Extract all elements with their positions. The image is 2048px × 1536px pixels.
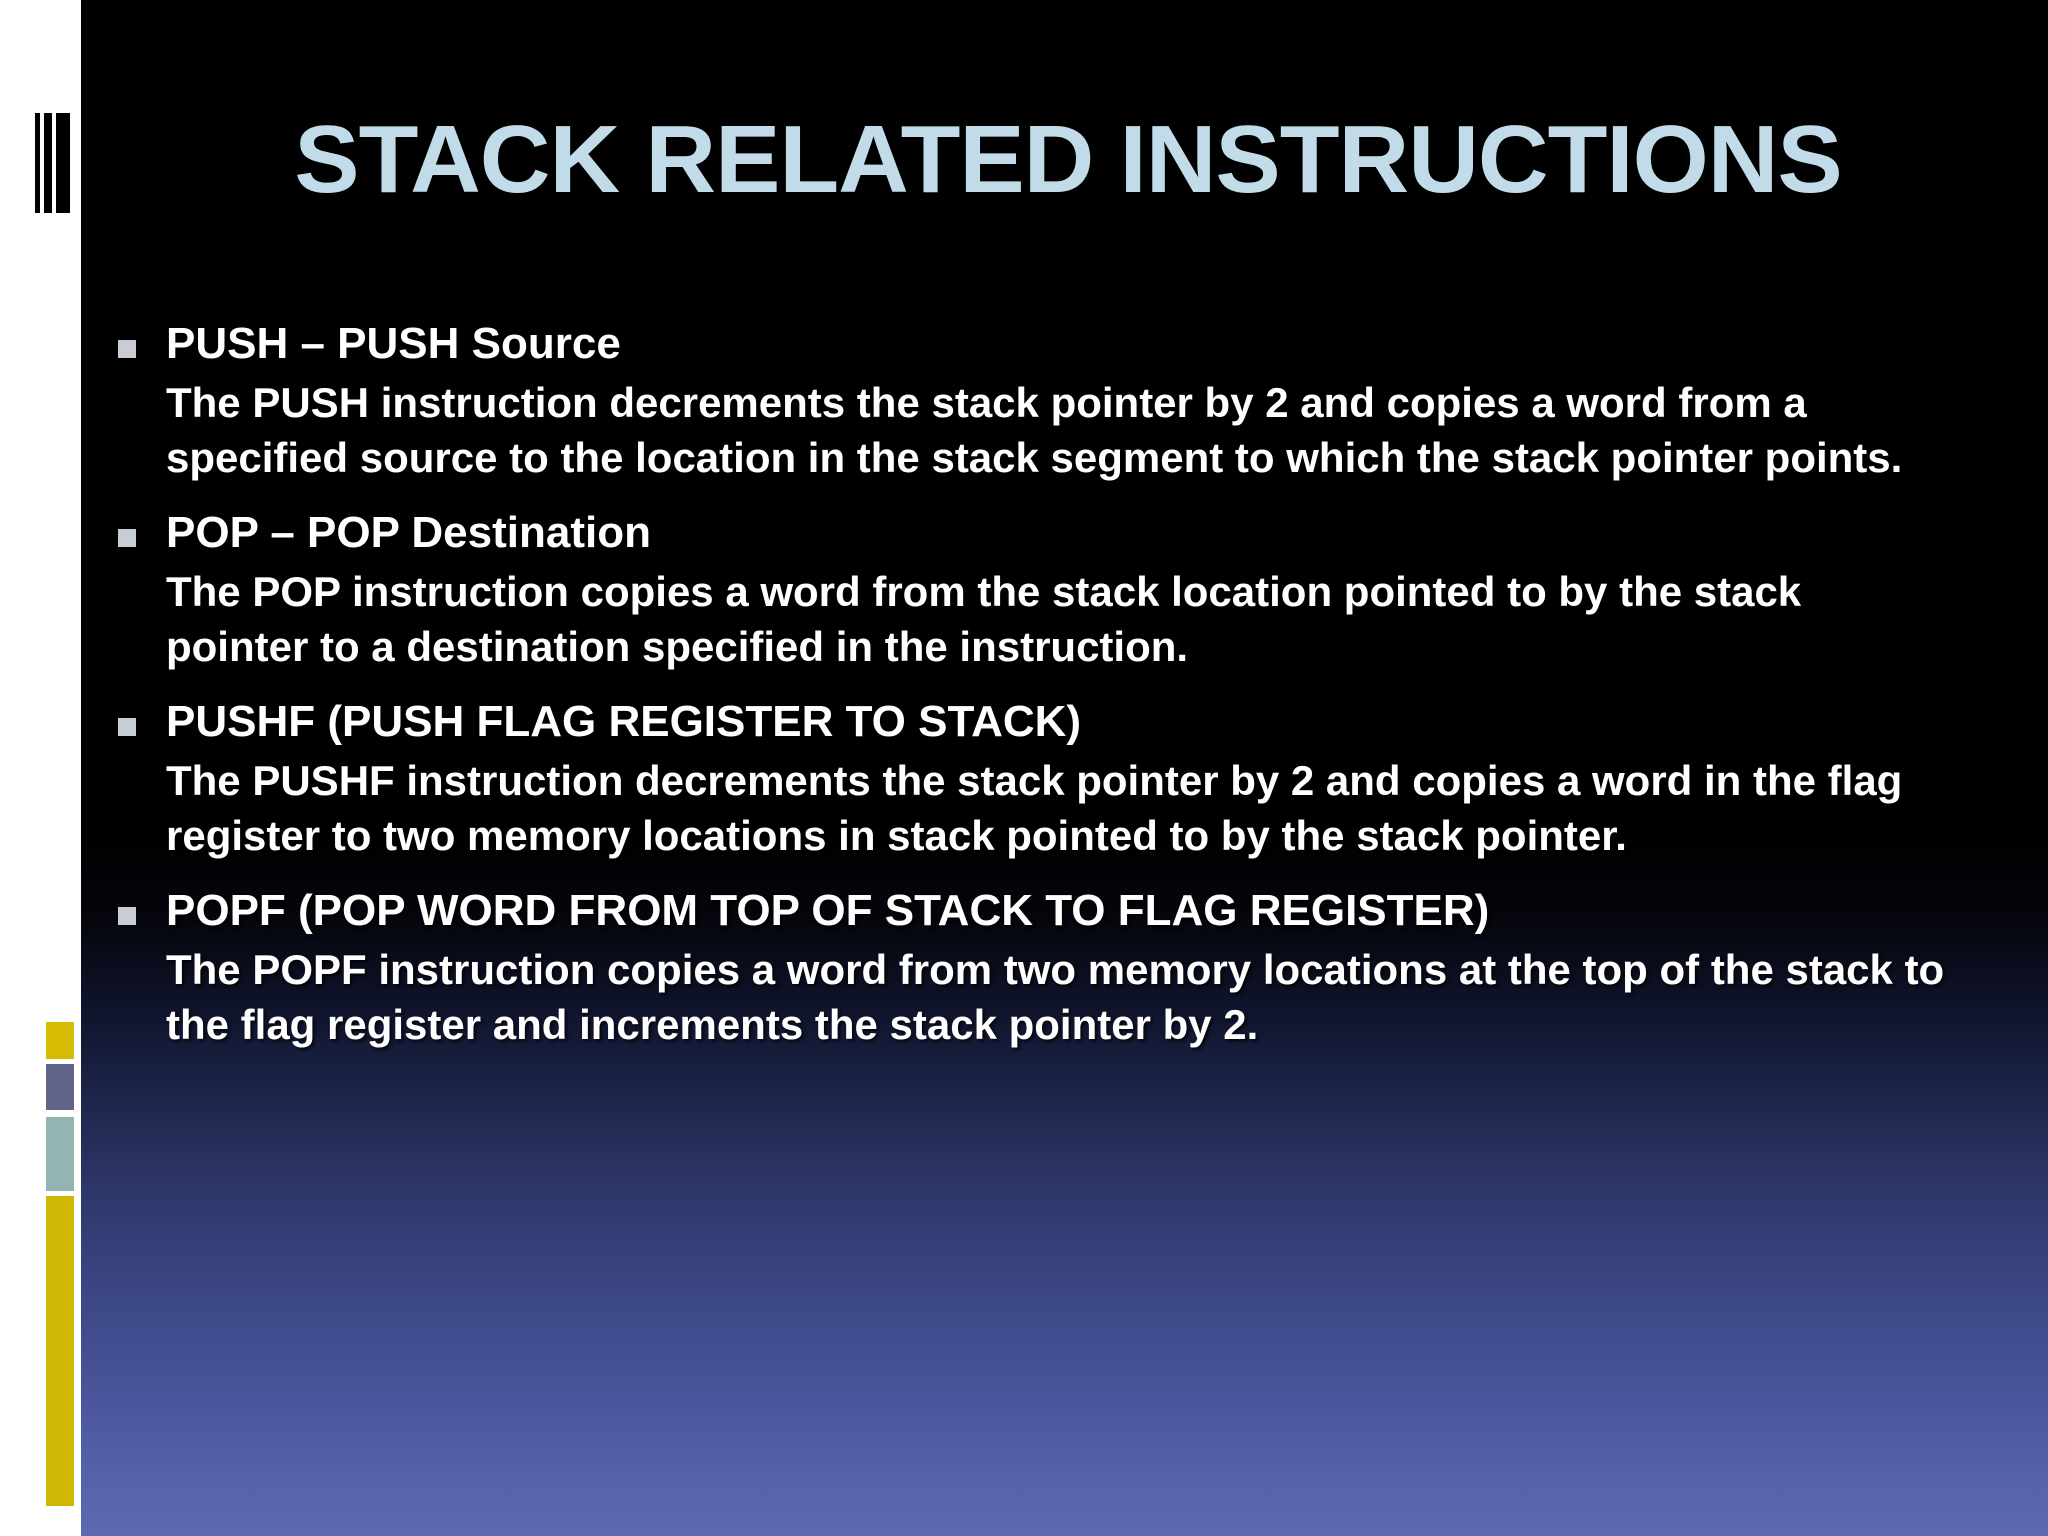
bullet-heading-pop: POP – POP Destination [166,508,651,558]
square-bullet-icon [118,340,136,358]
sidebar-stripe-3 [56,113,70,213]
bullet-item-popf: POPF (POP WORD FROM TOP OF STACK TO FLAG… [118,885,1978,937]
paragraph-pop: The POP instruction copies a word from t… [166,568,1802,670]
bullet-item-push: PUSH – PUSH Source [118,318,1978,370]
slide-decoration-sidebar [0,0,81,1536]
paragraph-push: The PUSH instruction decrements the stac… [166,378,1903,481]
bullet-heading-pushf: PUSHF (PUSH FLAG REGISTER TO STACK) [166,697,1082,747]
bullet-heading-push: PUSH – PUSH Source [166,319,621,368]
slide-title: STACK RELATED INSTRUCTIONS [294,106,1842,213]
square-bullet-icon [118,529,136,548]
sidebar-swatch-slate-purple [46,1064,74,1110]
square-bullet-icon [118,907,136,926]
sidebar-swatch-gold-2 [46,1196,74,1506]
sidebar-swatch-gold-1 [46,1022,74,1059]
bullet-item-pop: POP – POP Destination [118,507,1978,559]
square-bullet-icon [118,718,136,737]
sidebar-stripe-1 [35,113,40,213]
sidebar-stripe-2 [44,113,52,213]
sidebar-swatch-teal [46,1117,74,1191]
paragraph-popf: The POPF instruction copies a word from … [166,946,1945,1048]
bullet-item-pushf: PUSHF (PUSH FLAG REGISTER TO STACK) [118,696,1978,748]
paragraph-pushf: The PUSHF instruction decrements the sta… [166,757,1903,859]
slide-body: PUSH – PUSH Source The PUSH instruction … [118,318,1978,1072]
bullet-heading-popf: POPF (POP WORD FROM TOP OF STACK TO FLAG… [166,886,1490,936]
